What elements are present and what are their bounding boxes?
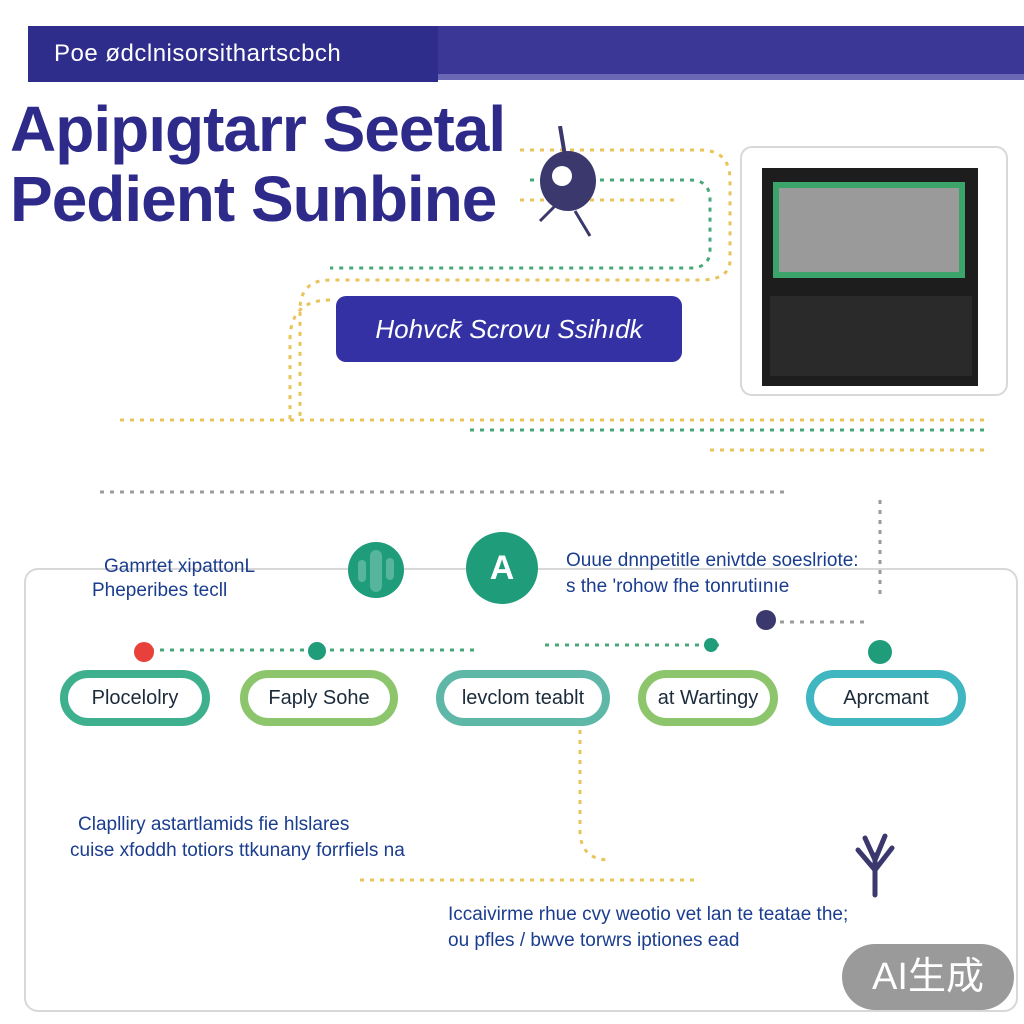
step-2: Faply Sohe bbox=[240, 670, 398, 726]
step-dot bbox=[868, 640, 892, 664]
plant-sketch-icon bbox=[855, 833, 895, 898]
step-1: Plocelolry bbox=[60, 670, 210, 726]
step-dot-navy bbox=[756, 610, 776, 630]
step-dot-red bbox=[134, 642, 154, 662]
step-3: levclom teablt bbox=[436, 670, 610, 726]
bottom-caption-line2: ou pfles / bwve torwrs iptiones ead bbox=[448, 930, 740, 951]
letter-a-circle-icon: A bbox=[466, 532, 538, 604]
header-stripe bbox=[438, 26, 1024, 74]
step-4: at Wartingy bbox=[638, 670, 778, 726]
page-title-line1: Apipıgtarr Seetal bbox=[10, 93, 506, 165]
right-caption-line2: s the 'rohow fhe tonrutiınıe bbox=[566, 576, 790, 597]
page-title-line2: Pedient Sunbine bbox=[10, 163, 497, 235]
right-caption-line1: Ouue dnnpetitle enivtde soeslriote: bbox=[566, 550, 859, 571]
monitor-screen-content bbox=[779, 188, 959, 272]
header-stripe-accent bbox=[438, 74, 1024, 80]
lower-caption-line2: cuise xfoddh totiors ttkunany forrfiels … bbox=[70, 840, 405, 861]
step-dot bbox=[704, 638, 718, 652]
monitor-frame bbox=[740, 146, 1008, 396]
lower-caption-line1: Claplliry astartlamids fie hlslares bbox=[78, 814, 350, 835]
subtitle-pill: Hohvck̄ Scrovu Ssihıdk bbox=[336, 296, 682, 362]
bottom-caption-line1: Iccaivirme rhue cvy weotio vet lan te te… bbox=[448, 904, 849, 925]
left-caption-line2: Pheperibes tecll bbox=[92, 580, 228, 601]
ai-generated-badge: AI生成 bbox=[842, 944, 1014, 1010]
cactus-icon bbox=[348, 542, 404, 598]
monitor-control-panel bbox=[770, 296, 972, 376]
splash-figure-icon bbox=[538, 126, 596, 237]
header-banner: Poe ødclnisorsithartscbch bbox=[28, 26, 438, 82]
step-5: Aprcmant bbox=[806, 670, 966, 726]
left-caption-line1: Gamrtet xipattonL bbox=[104, 556, 256, 577]
step-dot bbox=[308, 642, 326, 660]
